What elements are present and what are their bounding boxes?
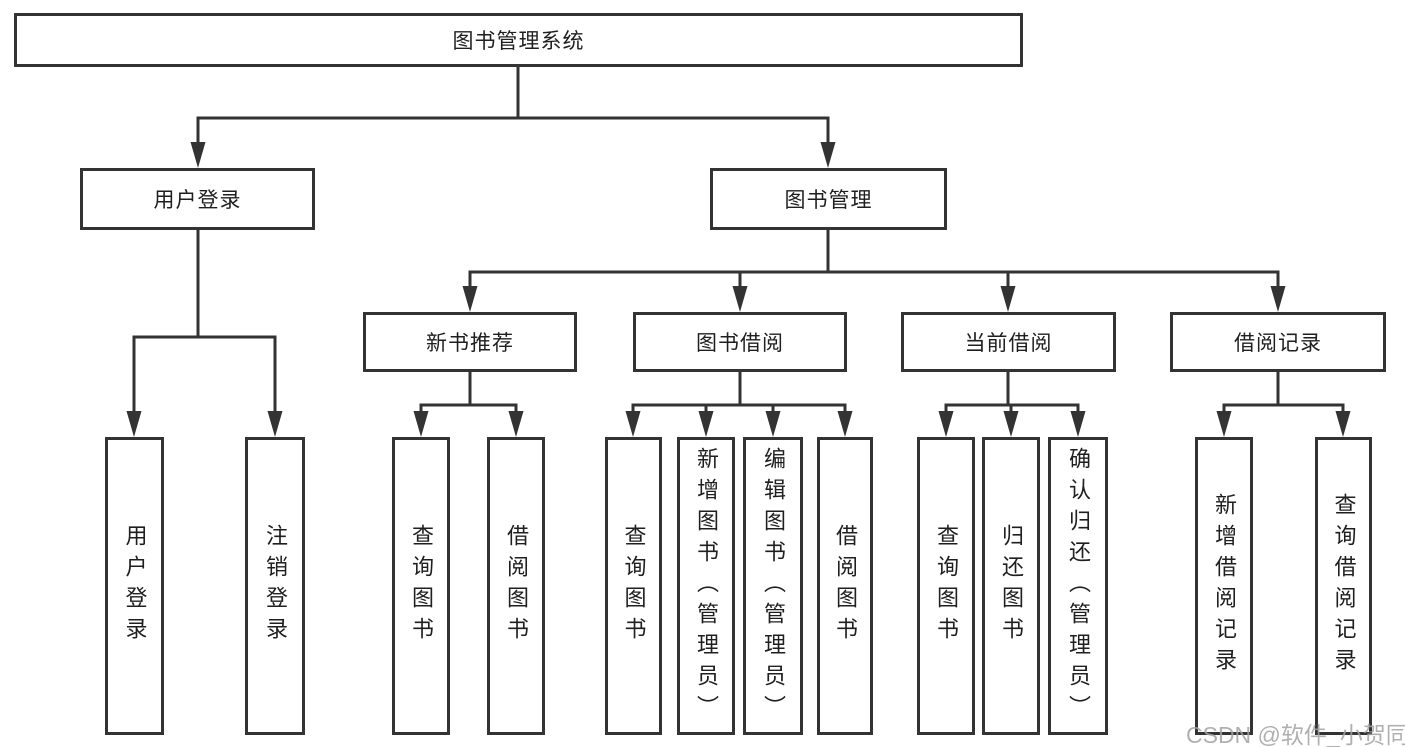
node-user-login: 用户登录: [80, 168, 315, 230]
node-borrow-records-label: 借阅记录: [1234, 332, 1322, 355]
node-book-borrow: 图书借阅: [633, 312, 847, 372]
leaf-bb-edit-books-admin: 编辑图书（管理员）: [743, 437, 803, 735]
node-book-borrow-label: 图书借阅: [696, 332, 784, 355]
leaf-bb-query-books: 查询图书: [605, 437, 662, 735]
leaf-cb-confirm-return-admin-label: 确认归还（管理员）: [1066, 446, 1091, 726]
arrowheads: [126, 142, 1351, 437]
leaf-bb-add-books-admin-label: 新增图书（管理员）: [694, 446, 719, 726]
node-book-management-label: 图书管理: [784, 189, 873, 212]
leaf-cb-return-books-label: 归还图书: [999, 524, 1024, 648]
leaf-br-add-record-label: 新增借阅记录: [1212, 493, 1237, 679]
leaf-cb-query-books-label: 查询图书: [934, 524, 959, 648]
leaf-br-query-record-label: 查询借阅记录: [1331, 493, 1357, 679]
node-new-book-recommend-label: 新书推荐: [426, 332, 514, 355]
node-book-management: 图书管理: [710, 168, 947, 230]
leaf-nb-query-books-label: 查询图书: [409, 524, 434, 648]
node-root-label: 图书管理系统: [452, 30, 585, 53]
leaf-user-login: 用户登录: [105, 437, 164, 735]
leaf-bb-add-books-admin: 新增图书（管理员）: [677, 437, 735, 735]
leaf-bb-query-books-label: 查询图书: [621, 524, 647, 648]
leaf-logout: 注销登录: [245, 437, 305, 735]
node-borrow-records: 借阅记录: [1170, 312, 1386, 372]
node-new-book-recommend: 新书推荐: [363, 312, 577, 372]
watermark: CSDN @软件_小贺同学: [1186, 722, 1405, 747]
leaf-cb-query-books: 查询图书: [917, 437, 975, 735]
leaf-nb-borrow-books-label: 借阅图书: [504, 524, 529, 648]
node-current-borrow: 当前借阅: [901, 312, 1116, 372]
leaf-br-add-record: 新增借阅记录: [1195, 437, 1253, 735]
node-current-borrow-label: 当前借阅: [964, 332, 1053, 355]
leaf-logout-label: 注销登录: [263, 524, 288, 648]
leaf-nb-query-books: 查询图书: [392, 437, 450, 735]
leaf-bb-borrow-books-label: 借阅图书: [833, 524, 858, 648]
connector-shafts: [132, 64, 1345, 417]
leaf-bb-borrow-books: 借阅图书: [817, 437, 873, 735]
leaf-bb-edit-books-admin-label: 编辑图书（管理员）: [761, 446, 786, 726]
leaf-br-query-record: 查询借阅记录: [1315, 437, 1372, 735]
leaf-cb-confirm-return-admin: 确认归还（管理员）: [1048, 437, 1108, 735]
leaf-user-login-label: 用户登录: [122, 524, 148, 648]
leaf-nb-borrow-books: 借阅图书: [487, 437, 545, 735]
leaf-cb-return-books: 归还图书: [982, 437, 1040, 735]
node-root: 图书管理系统: [14, 13, 1023, 67]
node-user-login-label: 用户登录: [153, 189, 242, 212]
